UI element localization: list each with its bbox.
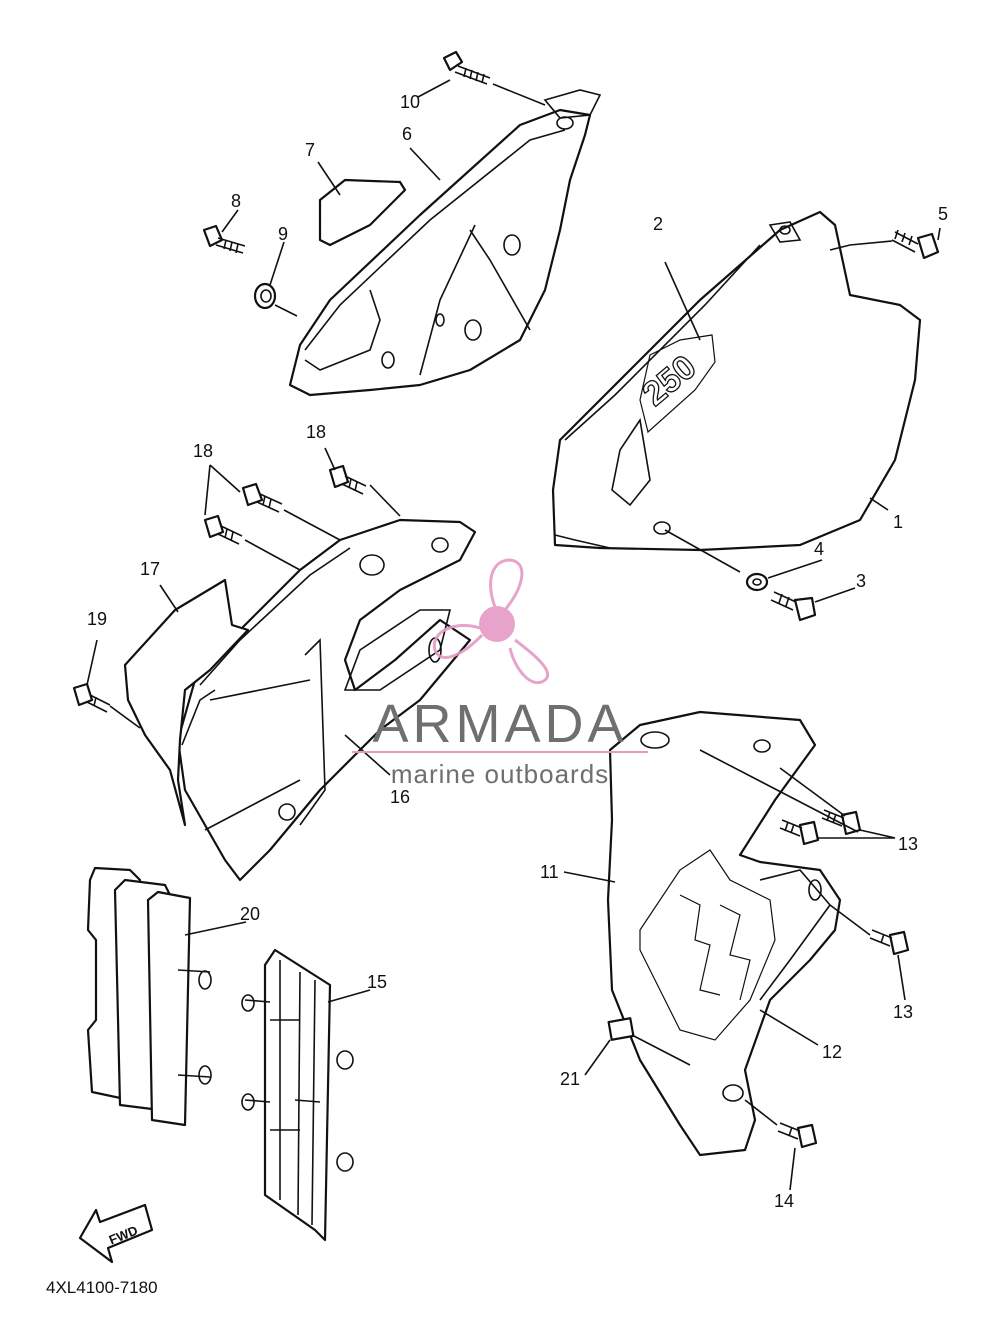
callout-labels: 10 6 7 8 9 2 5 1 4 3 18 18 17 19 16 11 1… bbox=[87, 92, 948, 1211]
callout-3: 3 bbox=[856, 571, 866, 591]
clip-21 bbox=[607, 1017, 635, 1041]
cover-pad bbox=[318, 178, 407, 247]
bolt-13c bbox=[869, 929, 910, 956]
armada-watermark: ARMADA marine outboards bbox=[352, 558, 648, 789]
callout-9: 9 bbox=[278, 224, 288, 244]
callout-6: 6 bbox=[402, 124, 412, 144]
callout-13-upper: 13 bbox=[898, 834, 918, 854]
callout-20: 20 bbox=[240, 904, 260, 924]
callout-13-lower: 13 bbox=[893, 1002, 913, 1022]
side-cover-right: 250 bbox=[551, 210, 922, 552]
callout-15: 15 bbox=[367, 972, 387, 992]
bolt-3 bbox=[770, 591, 817, 622]
bolt-19 bbox=[72, 682, 111, 713]
callout-4: 4 bbox=[814, 539, 824, 559]
shroud-guard bbox=[123, 578, 250, 827]
callout-17: 17 bbox=[140, 559, 160, 579]
callout-7: 7 bbox=[305, 140, 315, 160]
radiator-louver bbox=[241, 948, 354, 1242]
callout-19: 19 bbox=[87, 609, 107, 629]
shroud-right bbox=[606, 710, 842, 1157]
bolt-14 bbox=[777, 1122, 818, 1149]
callout-10: 10 bbox=[400, 92, 420, 112]
callout-16: 16 bbox=[390, 787, 410, 807]
callout-8: 8 bbox=[231, 191, 241, 211]
callout-18-right: 18 bbox=[306, 422, 326, 442]
bolt-18b bbox=[203, 514, 243, 545]
radiator-cover bbox=[86, 866, 212, 1127]
callout-21: 21 bbox=[560, 1069, 580, 1089]
callout-18-left: 18 bbox=[193, 441, 213, 461]
callout-1: 1 bbox=[893, 512, 903, 532]
callout-11: 11 bbox=[540, 862, 559, 882]
brand-tagline: marine outboards bbox=[391, 759, 609, 789]
bolt-18c bbox=[328, 464, 367, 495]
callout-5: 5 bbox=[938, 204, 948, 224]
propeller-logo-icon bbox=[432, 558, 550, 685]
side-cover-upper bbox=[288, 89, 602, 397]
leader-lines bbox=[86, 79, 941, 1191]
callout-12: 12 bbox=[822, 1042, 842, 1062]
fwd-arrow: FWD bbox=[78, 1203, 154, 1264]
bolt-8 bbox=[202, 224, 246, 254]
bolt-10 bbox=[442, 50, 491, 85]
collar-9 bbox=[253, 282, 277, 310]
callout-2: 2 bbox=[653, 214, 663, 234]
bolt-13b bbox=[779, 819, 820, 846]
shroud-decal bbox=[639, 849, 776, 1041]
bolt-5 bbox=[891, 229, 940, 260]
shroud-left bbox=[176, 518, 477, 882]
callout-14: 14 bbox=[774, 1191, 794, 1211]
brand-name: ARMADA bbox=[372, 694, 627, 754]
bolt-18a bbox=[241, 482, 283, 513]
diagram-code: 4XL4100-7180 bbox=[46, 1278, 158, 1297]
washer-4 bbox=[745, 572, 769, 592]
